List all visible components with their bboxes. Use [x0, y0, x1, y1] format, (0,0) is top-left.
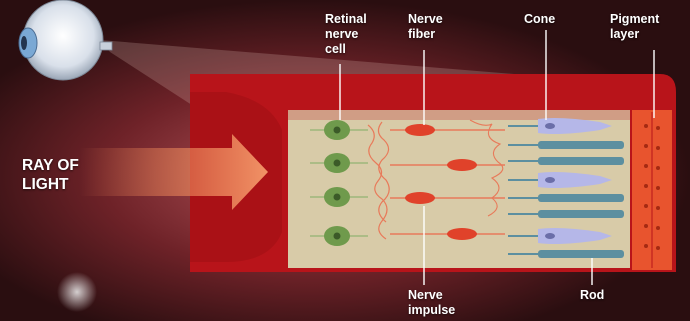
label-nerve-fiber: Nerve fiber — [408, 12, 443, 42]
label-nerve-impulse: Nerve impulse — [408, 288, 455, 318]
label-rod: Rod — [580, 288, 604, 303]
nerve-fiber-cell — [447, 159, 477, 171]
nerve-fiber-cell — [447, 228, 477, 240]
nerve-fiber-cell — [405, 192, 435, 204]
background-glow-spot — [57, 272, 97, 312]
nerve-fiber-cell — [405, 124, 435, 136]
label-pigment-layer: Pigment layer — [610, 12, 659, 42]
label-ray-of-light: RAY OF LIGHT — [22, 156, 79, 194]
label-cone: Cone — [524, 12, 555, 27]
label-retinal-nerve-cell: Retinal nerve cell — [325, 12, 367, 57]
pigment-layer — [632, 110, 672, 270]
